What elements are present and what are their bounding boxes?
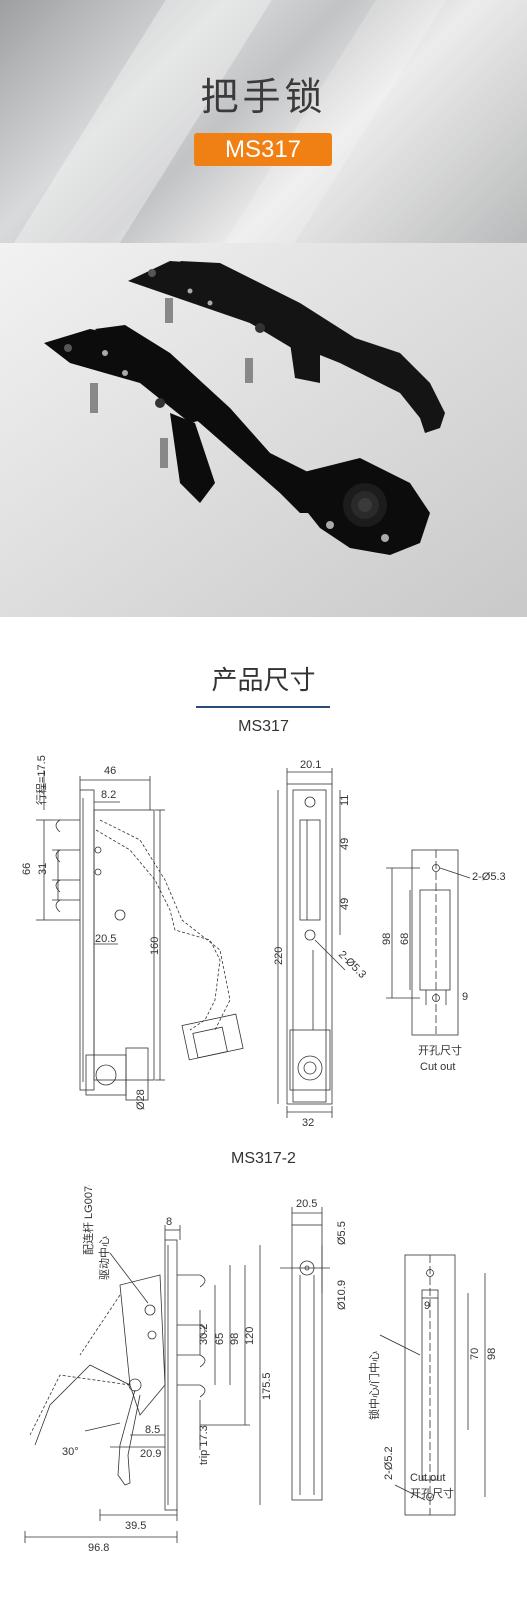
dim-30-2: 30.2 (198, 1324, 210, 1345)
dim-96-8: 96.8 (88, 1542, 109, 1554)
dim-20-9: 20.9 (140, 1448, 161, 1460)
cutout-label-cn: 开孔尺寸 (418, 1043, 462, 1057)
dim-20-5: 20.5 (296, 1198, 317, 1210)
handle-lock-illustration (0, 243, 527, 617)
dim-stroke: 行程=17.5 (35, 755, 48, 805)
diagram1-drawing: 行程=17.5 46 8.2 66 31 20.5 160 Ø28 20.1 1… (21, 755, 506, 1129)
pivot-label: 驱动中心 (98, 1236, 111, 1280)
product-photo (0, 243, 527, 617)
dim-68: 68 (399, 933, 411, 945)
dim-49-a: 49 (339, 838, 351, 850)
dim-49-b: 49 (339, 898, 351, 910)
rod-label: 配连杆 LG007-A-22 (81, 1185, 95, 1255)
dim-98: 98 (381, 933, 393, 945)
dim-trip: trip 17.3 (198, 1425, 210, 1465)
cutout-label-cn-2: 开孔尺寸 (410, 1486, 454, 1500)
cutout-label-en-2: Cut out (410, 1472, 445, 1484)
lock-center-label: 锁中心/门中心 (367, 1351, 381, 1420)
diagram1-model-label: MS317 (238, 718, 289, 735)
dim-31: 31 (37, 863, 49, 875)
dim-11: 11 (339, 795, 351, 806)
dim-98-cut: 98 (486, 1348, 498, 1360)
dim-32: 32 (302, 1117, 314, 1129)
dim-220: 220 (273, 947, 285, 965)
dim-2-5-3-side: 2-Ø5.3 (336, 949, 368, 981)
dim-66: 66 (21, 863, 33, 875)
dim-28: Ø28 (135, 1089, 147, 1110)
dim-65: 65 (214, 1333, 226, 1345)
dim-8: 8 (166, 1216, 172, 1228)
back-handle (128, 261, 445, 433)
dim-8-5: 8.5 (145, 1424, 160, 1436)
dim-20-5: 20.5 (95, 933, 116, 945)
front-handle (44, 325, 430, 555)
page-title: 把手锁 (200, 77, 327, 119)
dim-98: 98 (229, 1333, 241, 1345)
dim-8-2: 8.2 (101, 789, 116, 801)
dim-5-5: Ø5.5 (336, 1221, 348, 1245)
diagram2-model-label: MS317-2 (231, 1150, 296, 1167)
dim-10-9: Ø10.9 (336, 1280, 348, 1310)
hero-banner: 把手锁 MS317 (0, 0, 527, 243)
model-badge: MS317 (194, 133, 332, 166)
dim-2-5-3-cut: 2-Ø5.3 (472, 871, 506, 883)
dim-175-5: 175.5 (261, 1372, 273, 1400)
dim-160: 160 (149, 937, 161, 955)
dim-46: 46 (104, 765, 116, 777)
dim-9: 9 (462, 991, 468, 1003)
dim-20-1: 20.1 (300, 759, 321, 771)
diagram2-drawing: 配连杆 LG007-A-22 驱动中心 8 30.2 65 98 120 175… (24, 1185, 498, 1554)
dim-2-5-2: 2-Ø5.2 (383, 1446, 395, 1480)
dim-angle: 30° (62, 1446, 79, 1458)
light-stripe (0, 0, 275, 243)
section-title: 产品尺寸 (211, 665, 316, 695)
dim-9: 9 (424, 1300, 430, 1312)
cutout-label-en: Cut out (420, 1061, 455, 1073)
title-underline (196, 706, 330, 708)
dim-39-5: 39.5 (125, 1520, 146, 1532)
dim-70: 70 (469, 1348, 481, 1360)
dim-120: 120 (244, 1327, 256, 1345)
